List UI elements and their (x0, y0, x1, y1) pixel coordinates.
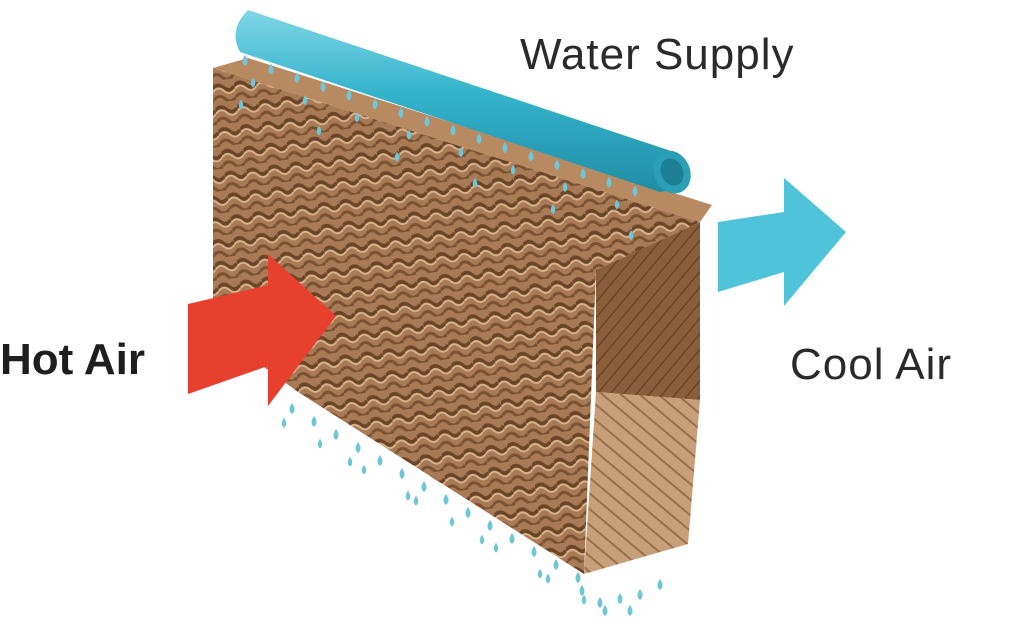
water-droplet-icon (528, 150, 534, 162)
water-droplet-icon (372, 98, 378, 110)
water-droplet-icon (627, 605, 633, 616)
water-droplet-icon (398, 107, 404, 119)
bottom-droplets (281, 403, 663, 616)
water-droplet-icon (581, 594, 587, 605)
water-droplet-icon (545, 573, 551, 584)
water-droplet-icon (443, 494, 449, 505)
water-droplet-icon (493, 542, 499, 553)
water-droplet-icon (421, 481, 427, 492)
water-droplet-icon (250, 77, 256, 88)
water-droplet-icon (550, 204, 556, 214)
water-droplet-icon (458, 147, 464, 158)
water-droplet-icon (316, 125, 322, 136)
water-droplet-icon (238, 99, 244, 110)
water-droplet-icon (509, 533, 515, 544)
water-droplet-icon (405, 490, 411, 501)
water-droplet-icon (553, 559, 559, 570)
water-droplet-icon (413, 495, 419, 506)
water-droplet-icon (449, 516, 455, 527)
water-droplet-icon (317, 438, 323, 449)
water-droplet-icon (242, 55, 248, 66)
water-droplet-icon (637, 589, 643, 600)
water-droplet-icon (537, 568, 543, 579)
water-droplet-icon (289, 403, 295, 414)
water-droplet-icon (424, 115, 430, 127)
water-droplet-icon (562, 182, 568, 192)
water-supply-label: Water Supply (520, 30, 795, 79)
water-droplet-icon (617, 593, 623, 604)
water-droplet-icon (502, 142, 508, 153)
water-droplet-icon (346, 89, 352, 101)
water-droplet-icon (354, 112, 360, 123)
water-droplet-icon (614, 199, 620, 210)
water-droplet-icon (311, 416, 317, 427)
water-droplet-icon (575, 572, 581, 583)
cool-air-label: Cool Air (790, 340, 953, 389)
water-droplet-icon (377, 455, 383, 466)
water-droplet-icon (487, 520, 493, 531)
water-droplet-icon (394, 151, 400, 162)
water-droplet-icon (602, 605, 608, 616)
water-droplet-icon (302, 95, 308, 105)
water-droplet-icon (628, 230, 634, 241)
water-droplet-icon (606, 176, 612, 188)
water-droplet-icon (476, 133, 482, 145)
water-droplet-icon (355, 442, 361, 453)
hot-air-label: Hot Air (0, 335, 146, 384)
water-droplet-icon (657, 579, 663, 590)
pad-front (213, 68, 700, 574)
water-droplet-icon (399, 468, 405, 479)
water-droplet-icon (320, 81, 326, 93)
water-droplet-icon (465, 507, 471, 518)
water-droplet-icon (579, 585, 585, 596)
pad-side-lower (584, 392, 700, 574)
water-droplet-icon (479, 534, 485, 545)
water-droplet-icon (632, 185, 638, 197)
pad-top (213, 58, 712, 222)
cool-air-arrow-icon (718, 178, 846, 306)
water-droplet-icon (472, 178, 478, 188)
water-droplet-icon (333, 429, 339, 440)
water-pipe-icon (235, 10, 691, 194)
water-droplet-icon (450, 124, 456, 136)
water-droplet-icon (406, 129, 412, 140)
water-droplet-icon (580, 168, 586, 180)
water-droplet-icon (294, 72, 300, 84)
pad-side-upper (596, 222, 700, 400)
water-droplet-icon (531, 546, 537, 557)
water-droplet-icon (281, 417, 287, 428)
water-droplet-icon (361, 464, 367, 475)
water-droplet-icon (597, 597, 603, 608)
water-droplet-icon (347, 456, 353, 467)
water-droplet-icon (554, 159, 560, 171)
water-droplet-icon (268, 63, 274, 75)
top-droplets (238, 55, 638, 241)
hot-air-arrow-icon (188, 254, 336, 406)
water-droplet-icon (510, 164, 516, 175)
